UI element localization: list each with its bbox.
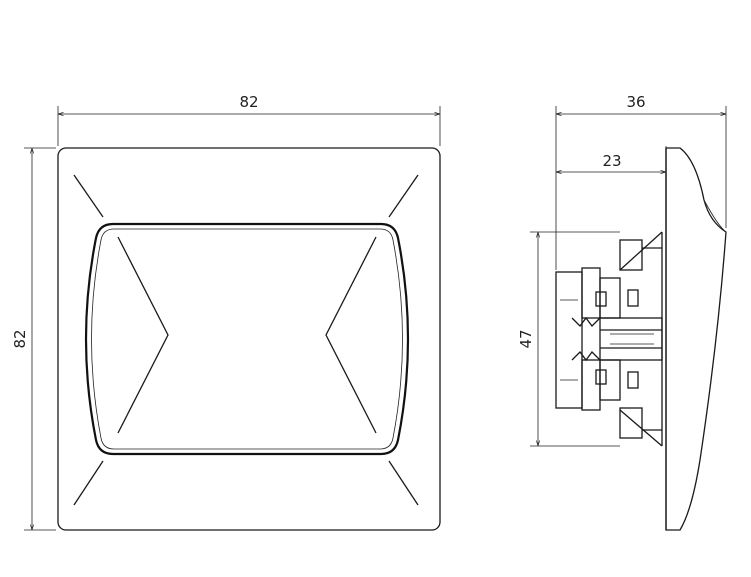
mechanism-body	[555, 239, 663, 439]
total-depth-label: 36	[626, 93, 645, 111]
corner-bevel-lines	[73, 174, 419, 506]
height-label: 82	[11, 329, 29, 348]
mounting-frame	[619, 231, 663, 447]
body-height-label: 47	[517, 329, 535, 348]
right-chevron	[325, 236, 377, 434]
rocker-key	[84, 222, 410, 456]
height-dimension: 82	[11, 147, 56, 531]
side-view: 36 23 47	[517, 93, 727, 531]
cover-plate-profile	[665, 147, 727, 531]
left-chevron	[117, 236, 169, 434]
width-label: 82	[239, 93, 258, 111]
body-depth-label: 23	[602, 152, 621, 170]
rocker-key-inner-edge	[91, 228, 403, 450]
frame-outline	[57, 147, 441, 531]
total-depth-dimension: 36	[555, 93, 727, 270]
body-height-dimension: 47	[517, 231, 620, 447]
width-dimension: 82	[57, 93, 441, 146]
front-view: 82 82	[11, 93, 441, 531]
body-depth-dimension: 23	[556, 146, 667, 172]
